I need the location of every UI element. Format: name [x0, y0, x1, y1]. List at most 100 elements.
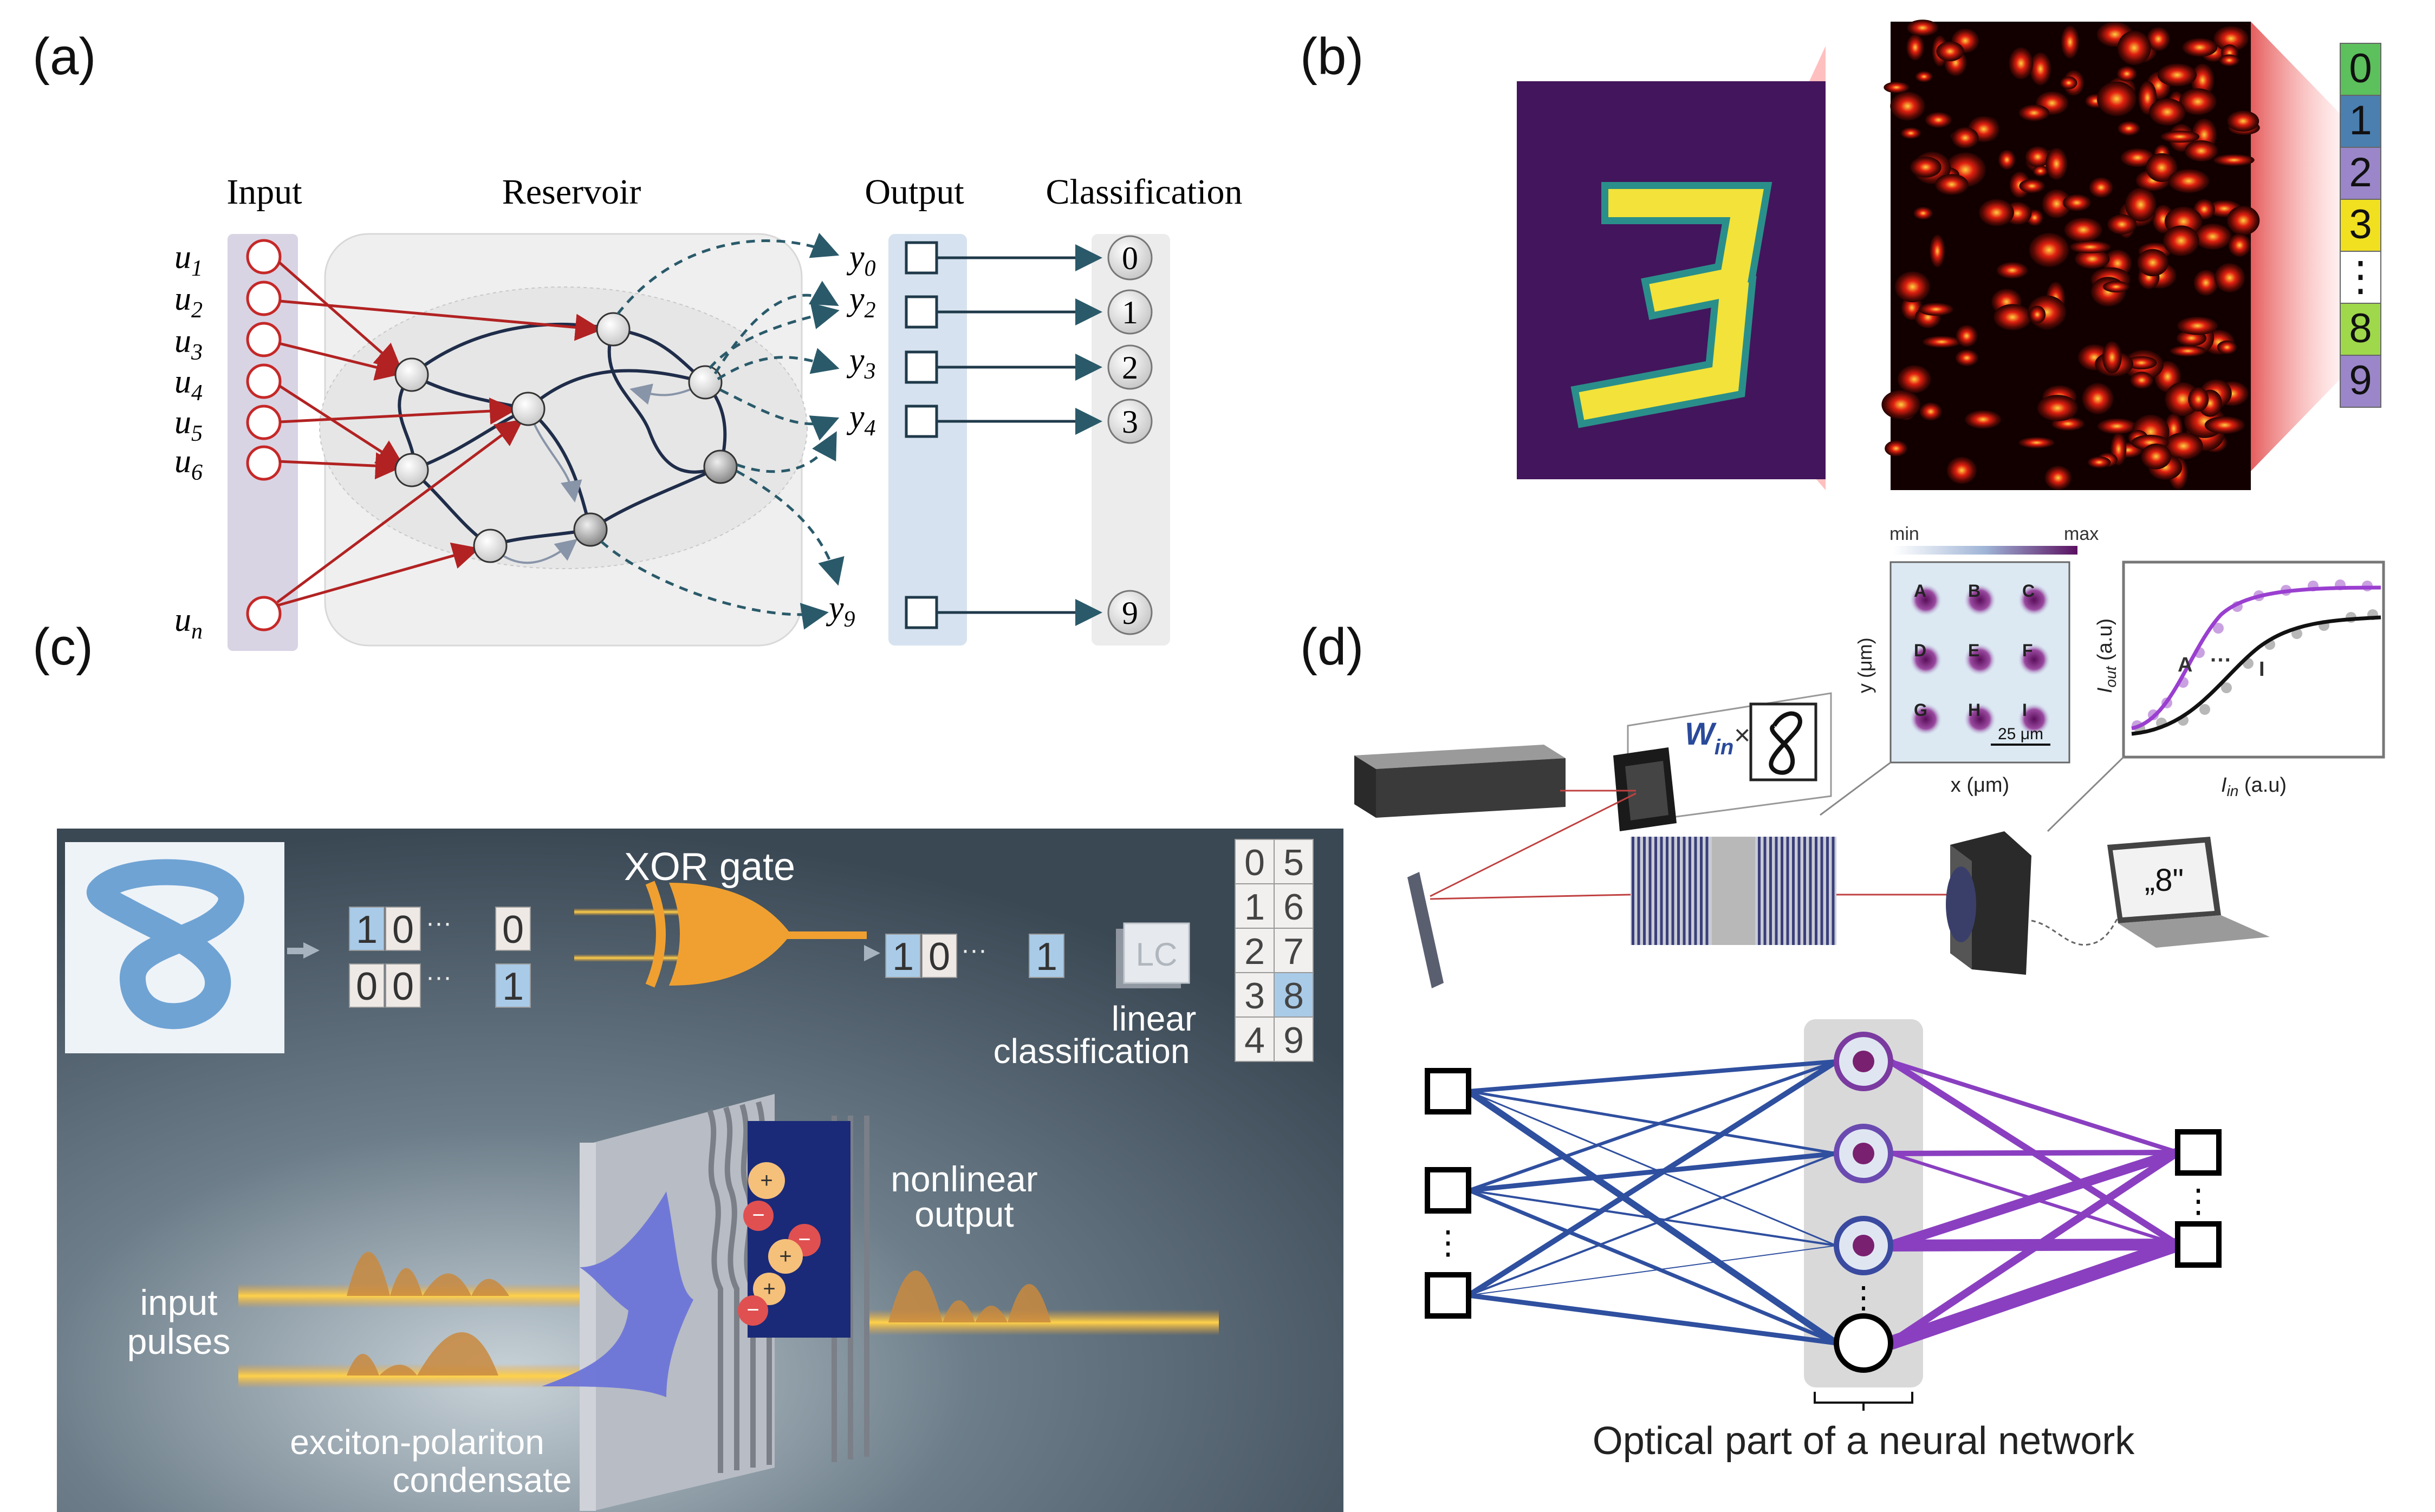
class-bar-cell — [2340, 43, 2381, 96]
reservoir-node — [473, 529, 508, 563]
input-node — [246, 596, 282, 631]
class-node — [1107, 590, 1153, 635]
speckle-spot — [1913, 207, 1933, 220]
speckle-spot — [1935, 174, 1969, 195]
stack-layer — [1803, 837, 1806, 945]
stack-layer — [1683, 837, 1686, 945]
speckle-spot — [1965, 410, 2002, 429]
class-bar-label: ⋮ — [2340, 253, 2381, 299]
output-pulses — [867, 1270, 1219, 1335]
speckle-spot — [1955, 349, 1978, 367]
bit-value: 1 — [356, 908, 378, 951]
stack-layer — [1705, 837, 1709, 945]
speckle-spot — [2204, 416, 2245, 434]
svg-text:+: + — [763, 1277, 775, 1301]
class-bar-label: 0 — [2349, 45, 2372, 92]
stack-layer — [1694, 837, 1697, 945]
nn-output-nodes — [2175, 1129, 2222, 1268]
stack-layer — [1700, 837, 1703, 945]
spot-letter: D — [1914, 641, 1926, 660]
class-bar-label: 1 — [2349, 97, 2372, 144]
speckle-spot — [1952, 127, 1979, 149]
stack-layer — [1666, 837, 1668, 945]
bit-cell — [349, 907, 385, 951]
nn-edge — [1889, 1059, 2179, 1155]
speckle-spot — [2046, 148, 2068, 180]
input-label-n: un — [174, 602, 203, 644]
speckle-spot — [2228, 233, 2251, 257]
stack-layer — [1820, 837, 1823, 945]
class-grid-cell — [1274, 839, 1314, 884]
classification-label: classification — [994, 1032, 1190, 1071]
spot — [2018, 703, 2050, 735]
speckle-spot — [2018, 437, 2055, 448]
speckle-spot — [1915, 71, 1933, 82]
laptop-text: „8" — [2145, 863, 2184, 898]
output-box — [905, 596, 938, 629]
stack-layer — [1660, 837, 1663, 945]
svg-text:+: + — [760, 1169, 772, 1192]
stack-cavity — [1712, 837, 1755, 945]
class-grid-cell — [1235, 1016, 1275, 1062]
nn-edge — [1888, 1237, 2180, 1350]
response-curve-a — [2131, 585, 2381, 731]
nn-input-nodes — [1425, 1068, 1471, 1319]
output-label-2: y2 — [846, 281, 876, 323]
stack-layer — [1643, 837, 1646, 945]
nn-edge — [1468, 1293, 1837, 1346]
output-box — [905, 241, 938, 275]
class-grid-label: 1 — [1244, 887, 1265, 928]
exciton-polariton-label: exciton-polariton — [290, 1423, 544, 1462]
stack-layer — [1826, 837, 1829, 945]
speckle-spot — [2185, 140, 2218, 162]
speckle-spot — [2146, 153, 2178, 183]
bit-value: 0 — [392, 965, 414, 1008]
classification-arrows — [937, 244, 1102, 626]
spot — [1964, 584, 1996, 616]
curve-dots: ··· — [2210, 648, 2232, 672]
spot-letter: A — [1914, 581, 1926, 601]
speckle-spot — [2061, 25, 2079, 58]
input-node — [246, 445, 282, 481]
spot — [1910, 703, 1942, 735]
input-arrows — [276, 261, 602, 607]
svg-text:−: − — [798, 1228, 810, 1252]
scale-bar-label: 25 μm — [1998, 725, 2043, 743]
speckle-spot — [1978, 199, 2014, 226]
speckle-spot — [2118, 121, 2140, 136]
speckle-spot — [2137, 249, 2168, 277]
speckle-spot — [2163, 225, 2199, 256]
input-node — [246, 405, 282, 440]
class-label: 9 — [1122, 595, 1138, 631]
mirror-icon — [1407, 872, 1444, 988]
class-bar-cell — [2340, 199, 2381, 252]
speckle-spot — [2033, 165, 2048, 177]
speckle-spot — [2177, 316, 2218, 335]
speckle-spot — [1890, 92, 1925, 121]
speckle-spot — [2125, 187, 2157, 222]
stack-layer — [1654, 837, 1657, 945]
class-label: 2 — [1122, 350, 1138, 386]
bit-cell — [495, 963, 531, 1008]
laptop-icon — [2107, 837, 2270, 948]
win-label: Win× — [1685, 716, 1750, 759]
nn-output-dots: ⋮ — [2182, 1183, 2215, 1219]
class-bar-label: 3 — [2349, 201, 2372, 247]
class-grid-cell — [1235, 928, 1275, 973]
speckle-spot — [2226, 206, 2260, 236]
panel-label-b: (b) — [1300, 28, 1364, 86]
speckle-spot — [1994, 304, 2032, 330]
bit-cell — [885, 934, 921, 978]
speckle-spot — [2193, 270, 2218, 296]
pulses-label: pulses — [127, 1321, 231, 1361]
spot-letter: E — [1968, 641, 1979, 660]
speckle-spot — [2182, 38, 2218, 57]
svg-text:−: − — [746, 1298, 759, 1322]
spot-letter: B — [1968, 581, 1981, 601]
speckle-spot — [1946, 457, 1977, 484]
spot — [1964, 643, 1996, 676]
reservoir-node — [596, 312, 631, 347]
stack-layer — [1648, 837, 1652, 945]
